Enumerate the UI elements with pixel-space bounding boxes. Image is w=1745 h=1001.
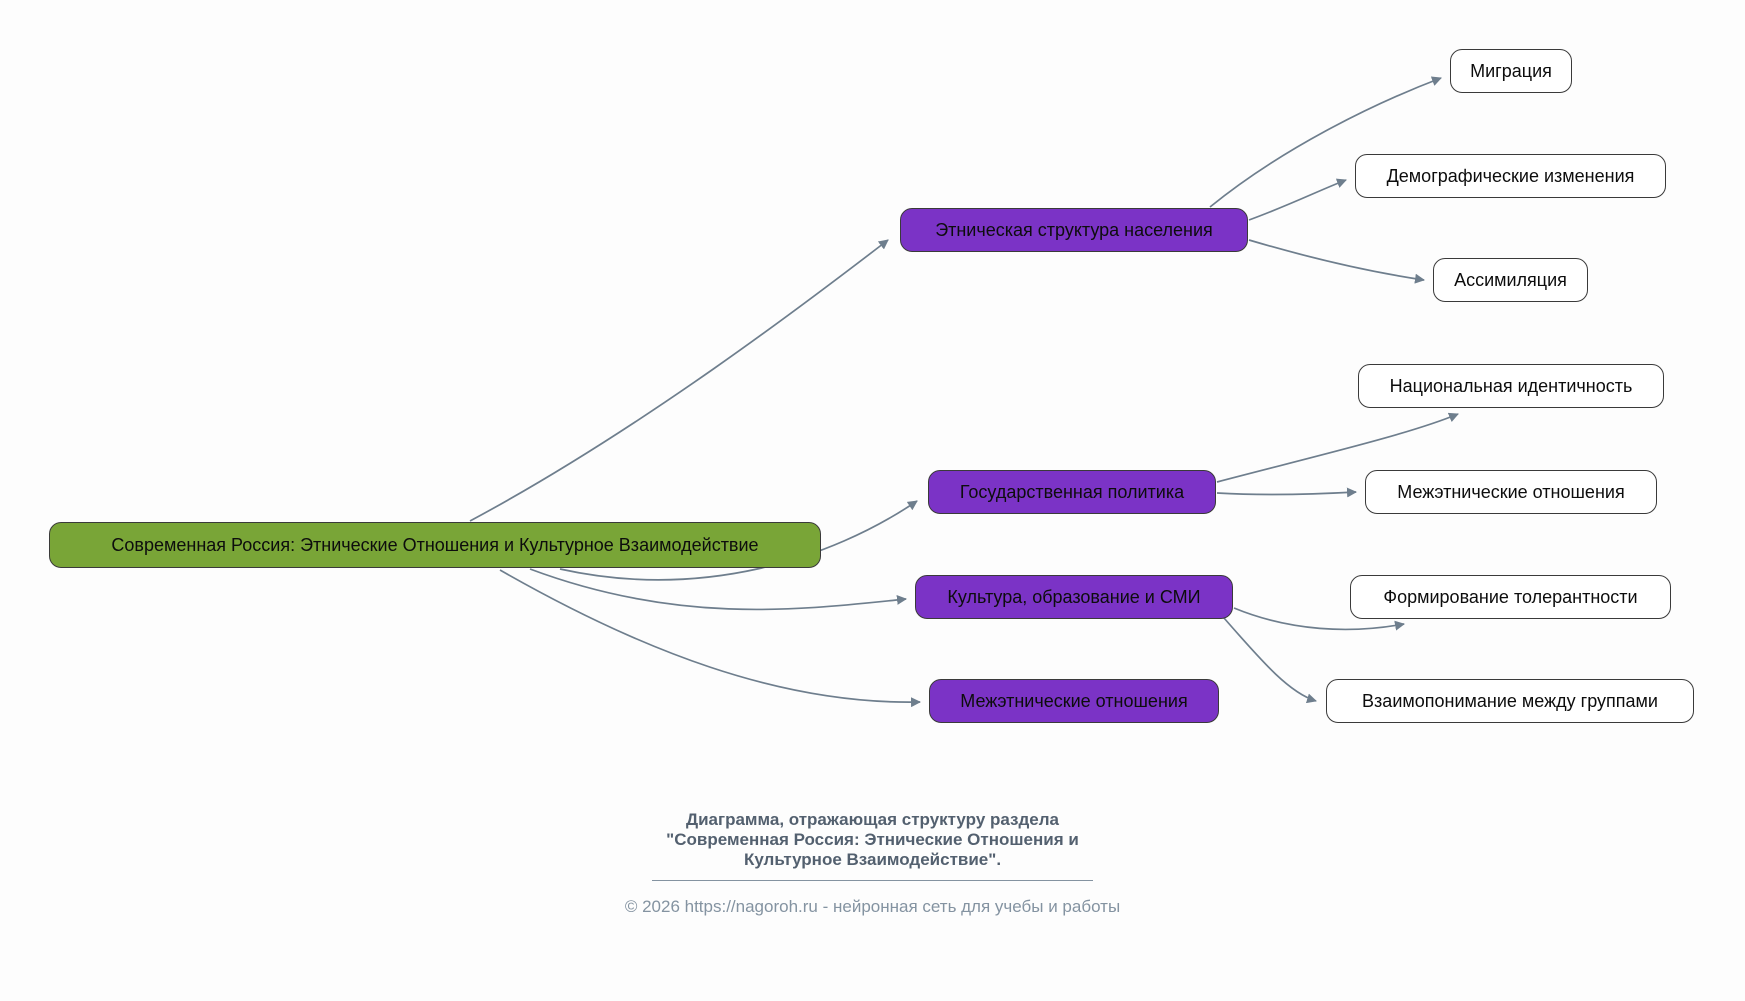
node-migration-label: Миграция <box>1470 60 1552 81</box>
connector-gov-to-national-identity <box>1216 412 1459 483</box>
connector-root-to-interethnic <box>499 569 921 708</box>
diagram-caption-line-1: Диаграмма, отражающая структуру раздела <box>686 810 1059 829</box>
node-root-label: Современная Россия: Этнические Отношения… <box>111 534 759 555</box>
node-migration: Миграция <box>1450 49 1572 93</box>
node-root: Современная Россия: Этнические Отношения… <box>49 522 821 568</box>
diagram-caption-line-2: "Современная Россия: Этнические Отношени… <box>666 830 1079 849</box>
footer-divider <box>652 880 1093 881</box>
node-culture-education-media: Культура, образование и СМИ <box>915 575 1233 619</box>
connector-root-to-gov-policy <box>559 500 918 581</box>
diagram-caption-line-3: Культурное Взаимодействие". <box>743 850 1002 869</box>
node-gov-policy-label: Государственная политика <box>959 481 1185 502</box>
connector-gov-to-interethnic-relations <box>1216 487 1357 498</box>
node-assimilation: Ассимиляция <box>1433 258 1588 302</box>
connector-culture-to-mutual-understanding <box>1223 617 1317 704</box>
footer: Диаграмма, отражающая структуру раздела … <box>0 810 1745 917</box>
node-interethnic-relations-leaf-label: Межэтнические отношения <box>1397 481 1625 502</box>
copyright-text: © 2026 https://nagoroh.ru - нейронная се… <box>624 897 1121 916</box>
node-demographic-changes-label: Демографические изменения <box>1386 165 1635 186</box>
connector-ethnic-to-assimilation <box>1248 239 1425 284</box>
connector-ethnic-to-demographic <box>1248 178 1347 221</box>
node-mutual-understanding-label: Взаимопонимание между группами <box>1362 690 1658 711</box>
connector-root-to-ethnic-structure <box>469 239 889 522</box>
diagram-caption: Диаграмма, отражающая структуру раздела … <box>0 810 1745 870</box>
node-interethnic-relations-branch: Межэтнические отношения <box>929 679 1219 723</box>
node-tolerance-formation-label: Формирование толерантности <box>1383 586 1638 607</box>
node-interethnic-relations-leaf: Межэтнические отношения <box>1365 470 1657 514</box>
node-tolerance-formation: Формирование толерантности <box>1350 575 1671 619</box>
node-mutual-understanding: Взаимопонимание между группами <box>1326 679 1694 723</box>
node-culture-education-media-label: Культура, образование и СМИ <box>947 586 1201 607</box>
node-national-identity: Национальная идентичность <box>1358 364 1664 408</box>
connector-culture-to-tolerance <box>1233 607 1405 631</box>
connector-ethnic-to-migration <box>1209 76 1442 208</box>
connector-root-to-culture-media <box>529 568 907 611</box>
node-ethnic-structure-label: Этническая структура населения <box>935 219 1213 240</box>
node-interethnic-relations-branch-label: Межэтнические отношения <box>960 690 1188 711</box>
node-national-identity-label: Национальная идентичность <box>1389 375 1633 396</box>
node-demographic-changes: Демографические изменения <box>1355 154 1666 198</box>
node-gov-policy: Государственная политика <box>928 470 1216 514</box>
node-assimilation-label: Ассимиляция <box>1454 269 1567 290</box>
node-ethnic-structure: Этническая структура населения <box>900 208 1248 252</box>
